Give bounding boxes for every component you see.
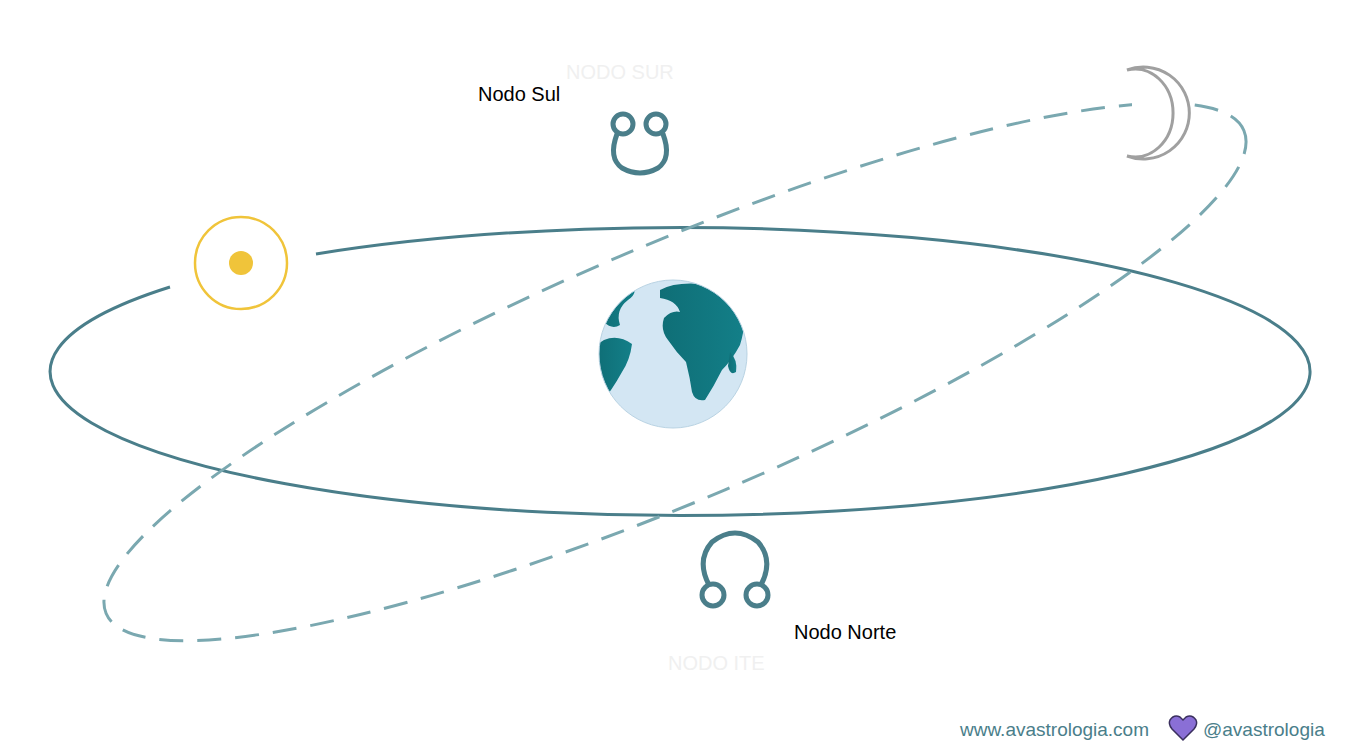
moon-symbol xyxy=(1127,66,1192,162)
ecliptic-orbit xyxy=(50,228,1310,516)
south-node-symbol xyxy=(613,114,667,173)
lunar-orbit xyxy=(56,13,1294,732)
website-url: www.avastrologia.com xyxy=(960,719,1149,742)
heart-icon xyxy=(1169,716,1196,740)
ghost-label: NODO ITE xyxy=(668,651,765,675)
earth-globe xyxy=(596,280,747,428)
social-handle: @avastrologia xyxy=(1203,719,1325,742)
node-label: Nodo Sul xyxy=(478,82,560,106)
sun-symbol xyxy=(195,217,287,309)
ghost-label: NODO SUR xyxy=(566,60,674,84)
north-node-symbol xyxy=(702,533,768,606)
node-label: Nodo Norte xyxy=(794,620,896,644)
